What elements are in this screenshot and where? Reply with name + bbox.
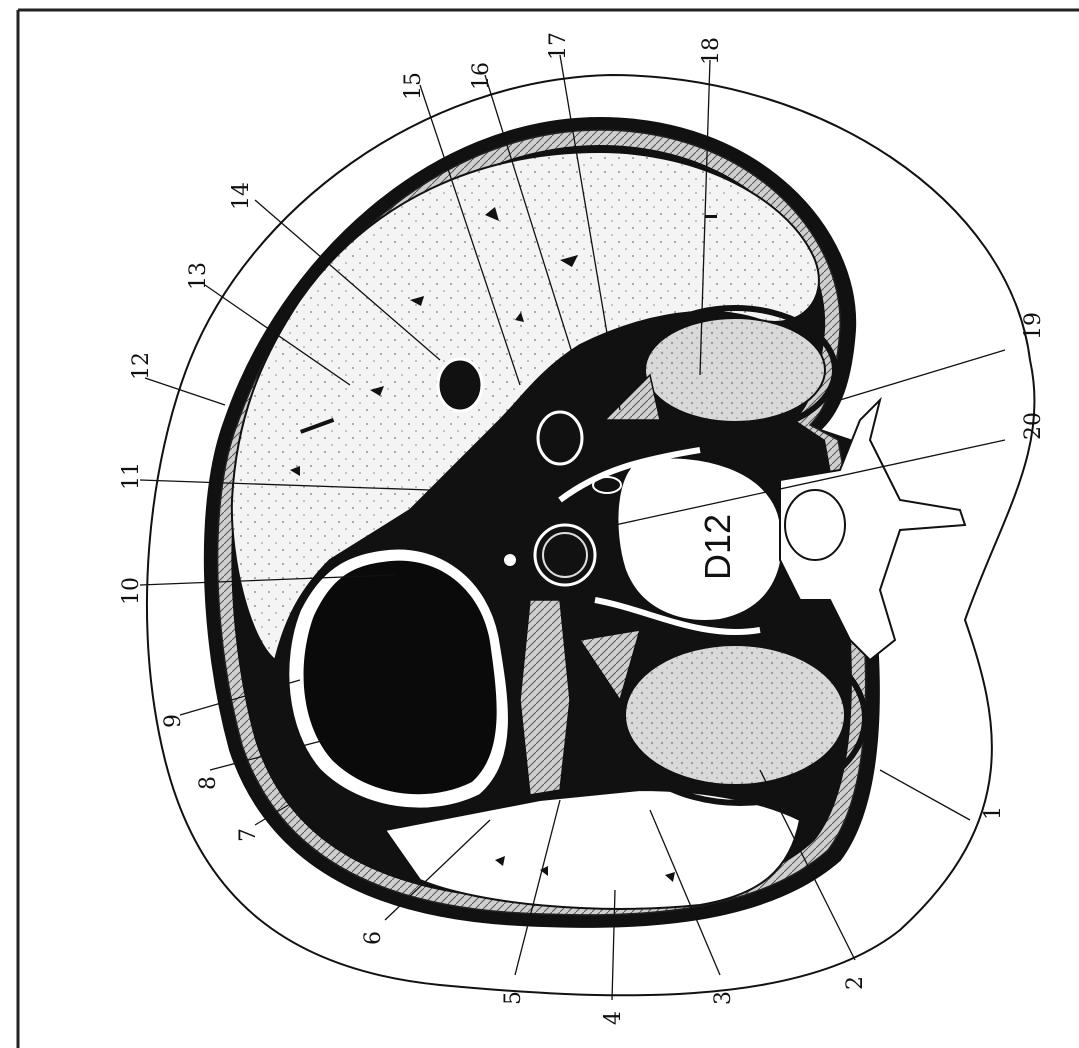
label-9: 9 bbox=[161, 714, 186, 728]
label-8: 8 bbox=[196, 776, 221, 790]
label-2: 2 bbox=[843, 976, 868, 990]
inferior-vena-cava bbox=[538, 412, 582, 464]
portal-vein bbox=[438, 359, 482, 411]
label-19: 19 bbox=[1021, 312, 1046, 340]
label-20: 20 bbox=[1021, 412, 1046, 440]
right-kidney bbox=[645, 318, 825, 422]
label-1: 1 bbox=[981, 806, 1006, 820]
spinal-canal bbox=[785, 490, 845, 560]
label-7: 7 bbox=[236, 828, 261, 842]
label-5: 5 bbox=[501, 991, 526, 1005]
colon-lumen bbox=[304, 561, 497, 795]
aorta-lumen bbox=[543, 533, 587, 577]
vertebra-label: D12 bbox=[697, 514, 738, 580]
pancreas bbox=[520, 600, 570, 795]
label-13: 13 bbox=[186, 262, 211, 290]
azygos-vein bbox=[601, 518, 615, 532]
left-kidney bbox=[625, 645, 845, 785]
label-15: 15 bbox=[401, 72, 426, 100]
label-18: 18 bbox=[699, 37, 724, 65]
label-4: 4 bbox=[601, 1011, 626, 1025]
label-14: 14 bbox=[229, 182, 254, 210]
label-17: 17 bbox=[546, 32, 571, 60]
label-3: 3 bbox=[711, 991, 736, 1005]
small-vessel bbox=[503, 553, 517, 567]
label-11: 11 bbox=[119, 462, 144, 490]
label-6: 6 bbox=[361, 931, 386, 945]
label-12: 12 bbox=[129, 352, 154, 380]
label-10: 10 bbox=[119, 577, 144, 605]
label-16: 16 bbox=[469, 62, 494, 90]
